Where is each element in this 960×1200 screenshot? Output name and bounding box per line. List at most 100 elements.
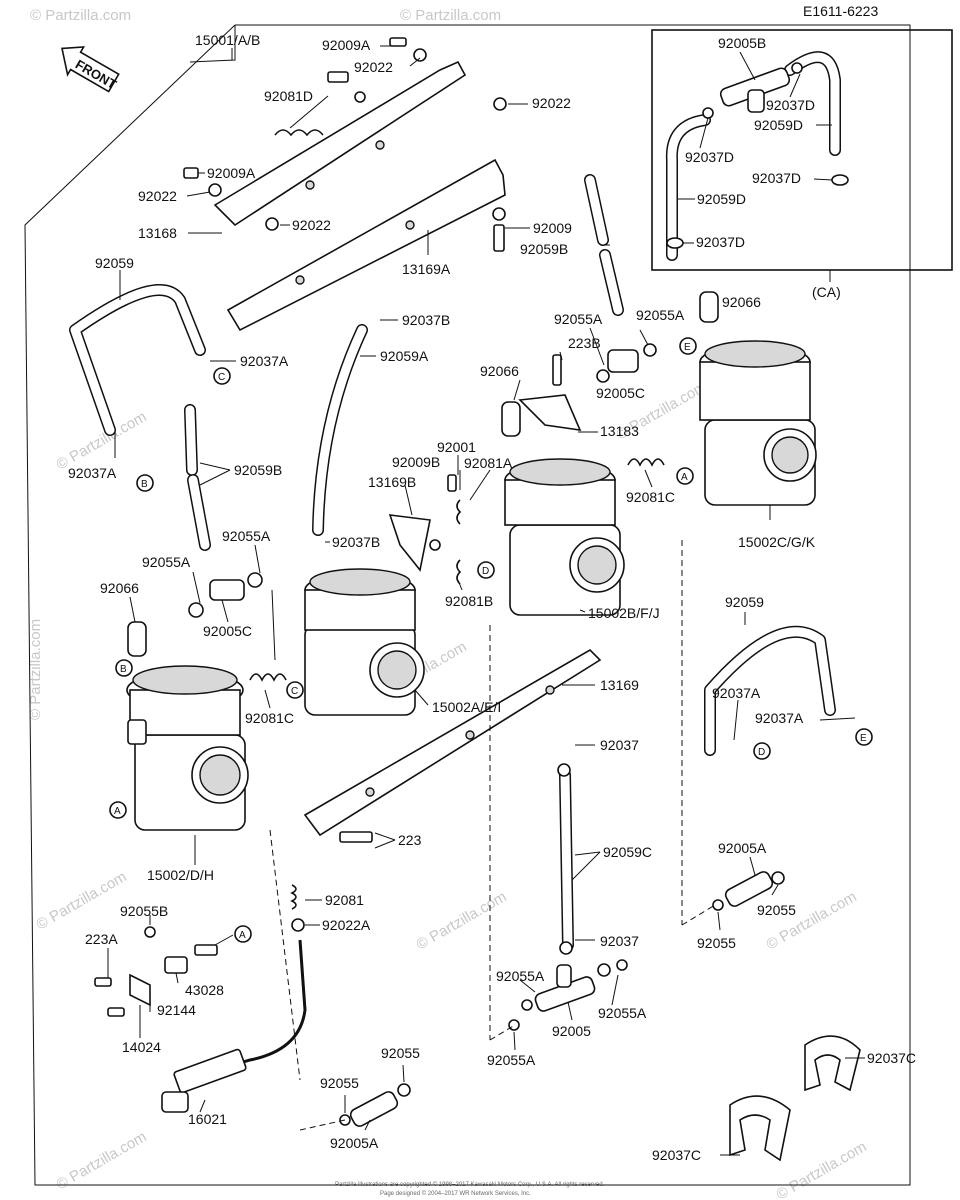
svg-text:C: C [291, 686, 298, 697]
connector-e: E [855, 728, 873, 746]
fitting-icon [209, 579, 245, 601]
hose-piece-icon [501, 401, 521, 437]
part-label: 92037D [752, 170, 801, 186]
svg-text:D: D [482, 566, 489, 577]
connector-d: D [477, 561, 495, 579]
connector-a: A [109, 801, 127, 819]
carburetor-d [126, 665, 249, 831]
screw-icon [493, 224, 505, 252]
part-label: 92081C [626, 489, 675, 505]
part-label: 92055A [636, 307, 685, 323]
part-label: 92005C [596, 385, 645, 401]
part-label: 92066 [480, 363, 519, 379]
washer-icon [712, 899, 724, 911]
screw-icon [447, 474, 457, 492]
part-label: 92022 [354, 59, 393, 75]
inset-box: 92005B 92037D 92059D 92037D 92037D 92059… [651, 29, 953, 300]
part-label: 92059C [603, 844, 652, 860]
spring-icon [274, 129, 324, 137]
svg-text:A: A [239, 930, 246, 941]
part-label: 92081D [264, 88, 313, 104]
part-label: 92022 [138, 188, 177, 204]
part-label: 92001 [437, 439, 476, 455]
part-label: 92055 [757, 902, 796, 918]
washer-icon [265, 217, 279, 231]
part-label: 92009A [207, 165, 256, 181]
screw-icon [327, 71, 349, 83]
joint-pipe-icon [724, 871, 774, 907]
screw-icon [183, 167, 199, 179]
washer-icon [339, 1114, 351, 1126]
watermark: © Partzilla.com [54, 1128, 150, 1193]
hoses [69, 174, 836, 951]
part-label: 92037A [712, 685, 761, 701]
part-labels: 15001/A/B 92009A 92022 92022 92081D 9200… [68, 32, 916, 1163]
part-label: 14024 [122, 1039, 161, 1055]
part-label: 13169B [368, 474, 416, 490]
bracket-icon [388, 514, 431, 572]
part-label: 92009B [392, 454, 440, 470]
screw-icon [194, 944, 218, 956]
part-label: 13168 [138, 225, 177, 241]
drawing-code: E1611-6223 [803, 3, 878, 19]
washer-icon [291, 918, 305, 932]
part-label: 92066 [100, 580, 139, 596]
screw-icon [339, 831, 373, 843]
clamp-icon [729, 1095, 791, 1162]
upper-bracket [213, 60, 506, 332]
watermark: © Partzilla.com [30, 7, 131, 24]
front-arrow-icon [61, 46, 120, 93]
part-label: 92059 [95, 255, 134, 271]
part-label: 92055 [320, 1075, 359, 1091]
svg-text:B: B [141, 479, 148, 490]
washer-icon [493, 97, 507, 111]
watermark: © Partzilla.com [27, 619, 44, 720]
part-label: 223 [398, 832, 422, 848]
part-label: 15002A/E/I [432, 699, 501, 715]
watermark: © Partzilla.com [400, 7, 501, 24]
screw-icon [94, 977, 112, 987]
washer-icon [247, 572, 263, 588]
part-label: 92055A [222, 528, 271, 544]
spring-icon [456, 499, 462, 525]
svg-text:C: C [218, 372, 225, 383]
part-label: 92037C [867, 1050, 916, 1066]
part-label: 92022A [322, 917, 371, 933]
washer-icon [557, 763, 571, 777]
watermark: © Partzilla.com [764, 888, 860, 953]
part-label: 92009 [533, 220, 572, 236]
cable-end-icon [161, 1091, 189, 1113]
screw-icon [144, 926, 156, 938]
part-label: 92037A [240, 353, 289, 369]
cable-icon [199, 939, 307, 1077]
part-label: 92055A [496, 968, 545, 984]
washer-icon [597, 963, 611, 977]
part-label: 92005B [718, 35, 766, 51]
part-label: 92037 [600, 737, 639, 753]
carburetor-b [504, 458, 625, 616]
watermark: © Partzilla.com [34, 868, 130, 933]
part-label: 92144 [157, 1002, 196, 1018]
part-label: 92059A [380, 348, 429, 364]
carburetor-c [699, 340, 817, 506]
washer-icon [429, 539, 441, 551]
part-label: 92081A [464, 455, 513, 471]
part-label: 223A [85, 931, 118, 947]
part-label: 92059B [520, 241, 568, 257]
bracket-icon [518, 394, 582, 431]
cable-bracket-icon [173, 1048, 247, 1094]
part-label: 92066 [722, 294, 761, 310]
clip-icon [831, 174, 849, 186]
spring-icon [627, 458, 665, 467]
screw-icon [107, 1007, 125, 1017]
joint-pipe-icon [349, 1091, 399, 1127]
front-arrow: FRONT [61, 46, 120, 93]
copyright-line: Partzilla illustrations are copyrighted … [335, 1181, 605, 1188]
part-label: 92037C [652, 1147, 701, 1163]
part-label: 92059B [234, 462, 282, 478]
spring-icon [456, 559, 462, 585]
part-label: 92022 [292, 217, 331, 233]
washer-icon [492, 207, 506, 221]
part-label: 92037D [685, 149, 734, 165]
clip-icon [791, 62, 803, 74]
